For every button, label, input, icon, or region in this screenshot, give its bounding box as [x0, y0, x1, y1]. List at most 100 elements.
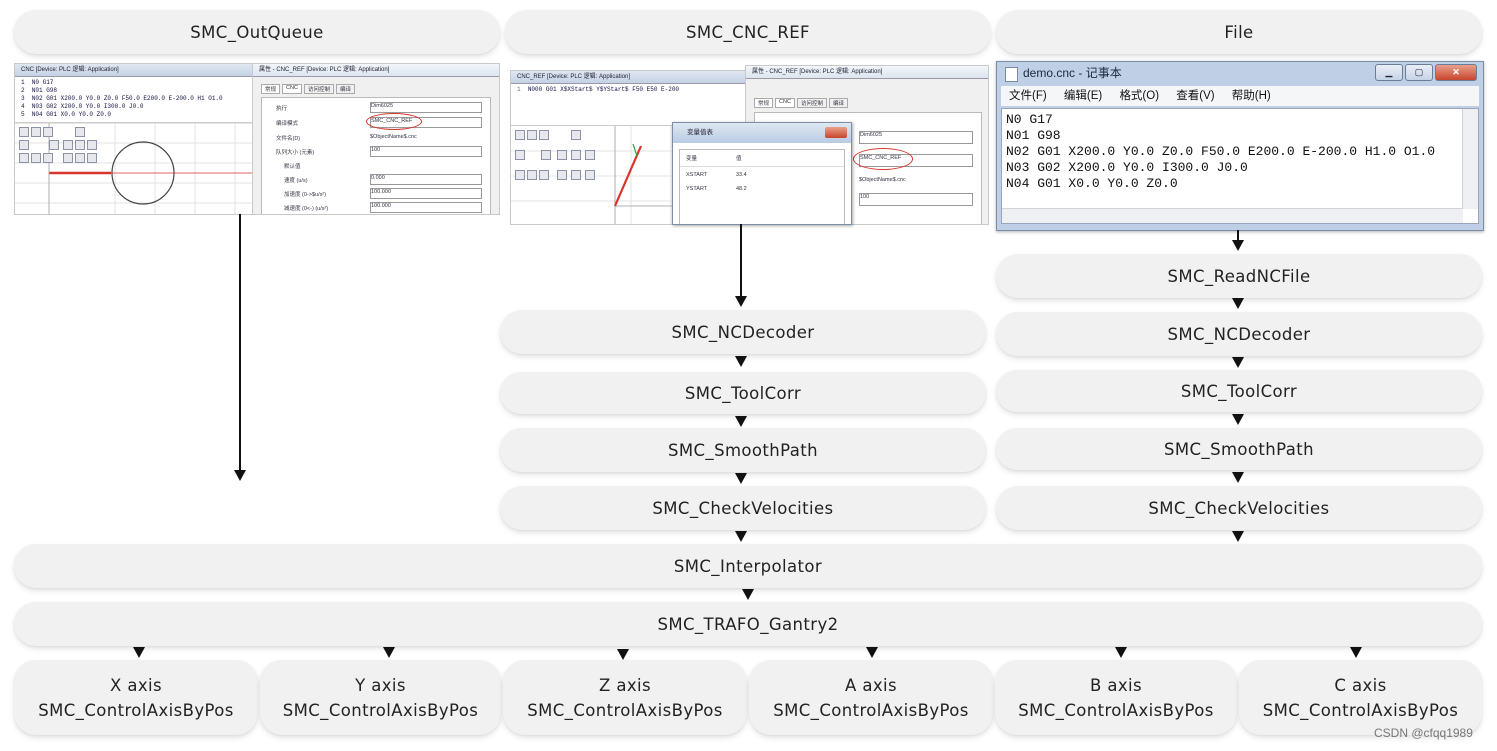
- props-panel: 执行 Dim6025 编译模式 SMC_CNC_REF 文件名(D) $Obje…: [261, 97, 491, 214]
- vertical-scrollbar: [1462, 109, 1478, 209]
- close-icon: [825, 127, 847, 138]
- prop-value-field: 100.000: [370, 202, 482, 213]
- var-header: 值: [736, 156, 742, 162]
- trafo-gantry-block: SMC_TRAFO_Gantry2: [14, 602, 1482, 646]
- code-line: N02 G01 X200.0 Y0.0 Z0.0 F50.0 E200.0 E-…: [1006, 144, 1436, 159]
- block-label: SMC_NCDecoder: [671, 322, 815, 342]
- middle-toolcorr: SMC_ToolCorr: [500, 372, 986, 414]
- axis-block-b: B axis SMC_ControlAxisByPos: [995, 660, 1237, 735]
- middle-checkvelocities: SMC_CheckVelocities: [500, 486, 986, 530]
- prop-value-field: 100.000: [370, 188, 482, 199]
- header-label: SMC_OutQueue: [190, 22, 324, 42]
- arrow-down-icon: [866, 647, 878, 658]
- axis-name: X axis: [109, 675, 162, 695]
- minimize-icon: ▁: [1375, 64, 1403, 81]
- prop-value-field: Dim6025: [370, 102, 482, 113]
- prop-value: 100.000: [371, 203, 391, 209]
- arrow-outqueue-line: [239, 214, 241, 470]
- header-smc-outqueue: SMC_OutQueue: [14, 10, 500, 54]
- axis-fb: SMC_ControlAxisByPos: [1018, 700, 1214, 720]
- axis-block-c: C axis SMC_ControlAxisByPos: [1239, 660, 1482, 735]
- block-label: SMC_ReadNCFile: [1167, 266, 1311, 286]
- code-area: 1 N0 G17 2 N01 G98 3 N02 G01 X200.0 Y0.0…: [21, 79, 223, 118]
- prop-key: 编译模式: [276, 121, 299, 127]
- header-smc-cnc-ref: SMC_CNC_REF: [505, 10, 991, 54]
- block-label: SMC_Interpolator: [673, 556, 823, 576]
- axis-name: C axis: [1334, 675, 1387, 695]
- prop-key: 加速度 (0->$u/s²): [284, 192, 327, 198]
- prop-value: 100: [371, 147, 381, 153]
- watermark: CSDN @cfqq1989: [1374, 726, 1473, 740]
- block-label: SMC_CheckVelocities: [1148, 498, 1330, 518]
- arrow-down-icon: [1232, 357, 1244, 368]
- menu-help: 帮助(H): [1231, 90, 1271, 102]
- axis-fb: SMC_ControlAxisByPos: [773, 700, 969, 720]
- props-tab: 常规: [754, 98, 774, 108]
- props-tabs: 常规 CNC 访问控制 编译: [754, 98, 848, 108]
- editor-tab: CNC_REF [Device: PLC 逻辑: Application]: [511, 71, 746, 84]
- arrow-down-icon: [1232, 298, 1244, 309]
- prop-key: 默认值: [284, 164, 301, 170]
- props-title: 属性 - CNC_REF [Device: PLC 逻辑: Applicatio…: [746, 66, 988, 79]
- axis-name: Y axis: [355, 675, 406, 695]
- right-readncfile: SMC_ReadNCFile: [996, 254, 1482, 298]
- highlight-ellipse: [366, 113, 422, 130]
- prop-key: 执行: [276, 106, 288, 112]
- code-line: N0 G17: [1006, 112, 1053, 127]
- dialog-title-text: 变量值表: [687, 129, 713, 136]
- block-label: SMC_CheckVelocities: [652, 498, 834, 518]
- arrow-down-icon: [1350, 647, 1362, 658]
- notepad-title: demo.cnc - 记事本: [1023, 66, 1122, 80]
- prop-value: $ObjectName$.cnc: [859, 177, 906, 183]
- prop-key: 速度 (u/s): [284, 178, 308, 184]
- props-tab: CNC: [775, 98, 795, 108]
- prop-value-field: 100: [370, 146, 482, 157]
- header-file: File: [996, 10, 1482, 54]
- arrow-down-icon: [1115, 647, 1127, 658]
- arrow-file-line: [1237, 230, 1239, 240]
- horizontal-scrollbar: [1002, 208, 1463, 223]
- menu-format: 格式(O): [1119, 90, 1160, 102]
- cnc-editor-screenshot: CNC [Device: PLC 逻辑: Application] 1 N0 G…: [14, 63, 254, 215]
- menu-file: 文件(F): [1009, 90, 1047, 102]
- arrow-down-icon: [735, 296, 747, 307]
- axis-fb: SMC_ControlAxisByPos: [38, 700, 234, 720]
- arrow-down-icon: [742, 589, 754, 600]
- axis-block-a: A axis SMC_ControlAxisByPos: [749, 660, 993, 735]
- notepad-window: demo.cnc - 记事本 ▁ ▢ ✕ 文件(F) 编辑(E) 格式(O) 查…: [996, 61, 1484, 231]
- arrow-down-icon: [234, 470, 246, 481]
- dialog-title: 变量值表: [673, 123, 851, 143]
- block-label: SMC_ToolCorr: [684, 383, 802, 403]
- props-tabs: 常规 CNC 访问控制 编译: [261, 84, 355, 94]
- arrow-down-icon: [735, 416, 747, 427]
- arrow-down-icon: [1232, 414, 1244, 425]
- cnc-path-preview: [15, 122, 253, 214]
- arrow-down-icon: [735, 531, 747, 542]
- axis-block-y: Y axis SMC_ControlAxisByPos: [260, 660, 501, 735]
- axis-name: A axis: [845, 675, 897, 695]
- editor-tab: CNC [Device: PLC 逻辑: Application]: [15, 64, 253, 77]
- axis-name: B axis: [1089, 675, 1143, 695]
- props-tab: 常规: [261, 84, 281, 94]
- code-line: N01 G98: [1006, 128, 1061, 143]
- prop-value: $ObjectName$.cnc: [370, 134, 417, 140]
- notepad-titlebar: demo.cnc - 记事本 ▁ ▢ ✕: [997, 62, 1483, 84]
- arrow-down-icon: [735, 356, 747, 367]
- var-value: 33.4: [736, 172, 747, 178]
- block-label: SMC_NCDecoder: [1167, 324, 1311, 344]
- arrow-cncref-line: [740, 224, 742, 296]
- code-line: N03 G02 X200.0 Y0.0 I300.0 J0.0: [1006, 160, 1248, 175]
- prop-value: 100.000: [371, 189, 391, 195]
- var-value: 48.2: [736, 186, 747, 192]
- code-area: 1 N000 G01 X$XStart$ Y$YStart$ F50 E50 E…: [517, 86, 680, 93]
- axis-fb: SMC_ControlAxisByPos: [282, 700, 479, 720]
- prop-value-field: 100: [859, 193, 973, 206]
- block-label: SMC_SmoothPath: [1164, 439, 1314, 459]
- properties-dialog-screenshot: 属性 - CNC_REF [Device: PLC 逻辑: Applicatio…: [252, 63, 500, 215]
- right-ncdecoder: SMC_NCDecoder: [996, 312, 1482, 356]
- props-tab: 编译: [828, 98, 848, 108]
- prop-value: 100: [860, 194, 870, 200]
- prop-key: 文件名(D): [276, 136, 301, 142]
